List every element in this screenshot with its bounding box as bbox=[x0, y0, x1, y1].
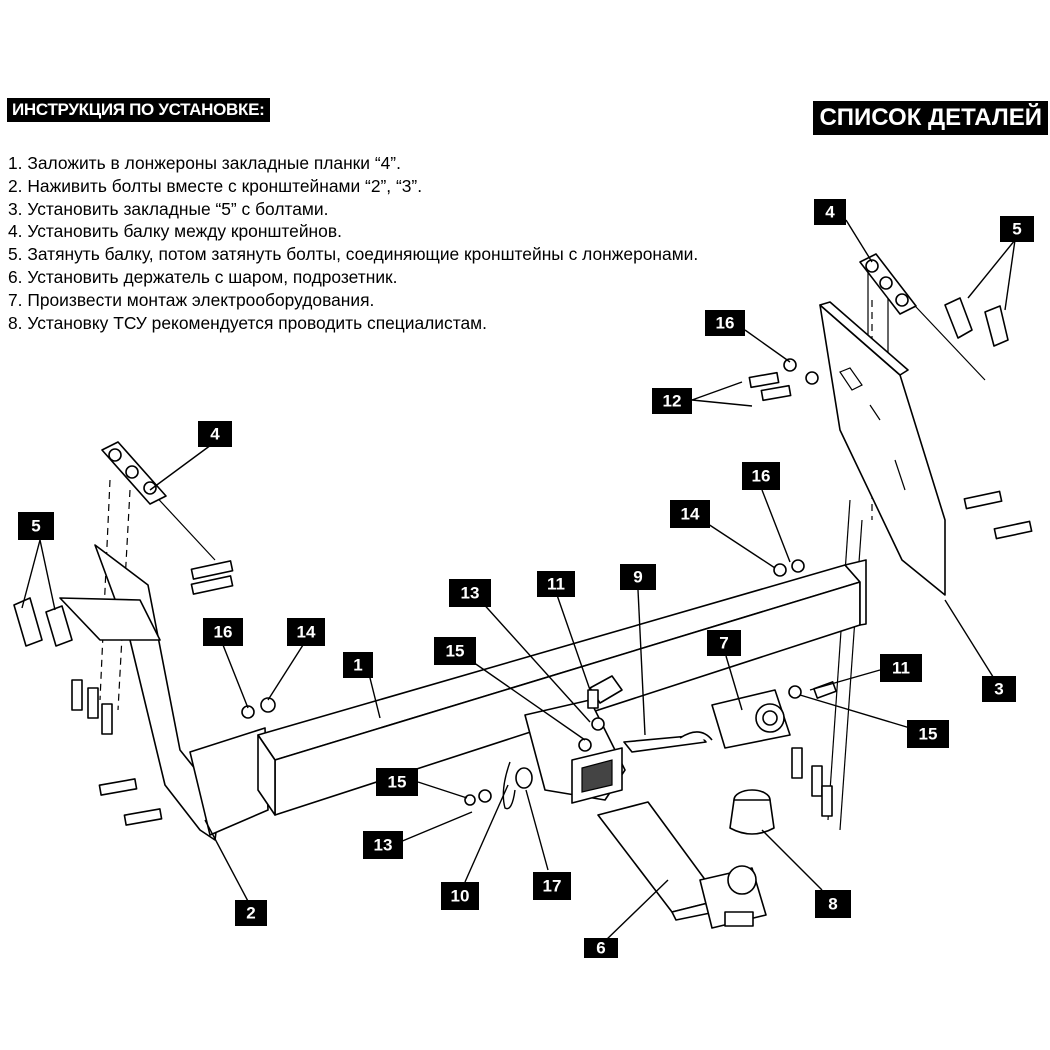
step-item: 5. Затянуть балку, потом затянуть болты,… bbox=[8, 244, 699, 265]
svg-text:15: 15 bbox=[388, 773, 407, 792]
svg-text:13: 13 bbox=[374, 836, 393, 855]
svg-text:11: 11 bbox=[892, 659, 910, 678]
callout-12: 12 bbox=[652, 388, 692, 414]
svg-text:5: 5 bbox=[31, 517, 40, 536]
svg-text:11: 11 bbox=[547, 575, 565, 594]
svg-text:10: 10 bbox=[451, 887, 470, 906]
svg-text:16: 16 bbox=[752, 467, 771, 486]
part-4-right-plate bbox=[859, 253, 917, 315]
part-6-ball-mount bbox=[597, 801, 767, 929]
step-item: 4. Установить балку между кронштейнов. bbox=[8, 221, 342, 242]
callout-8: 8 bbox=[815, 890, 851, 918]
step-item: 7. Произвести монтаж электрооборудования… bbox=[8, 289, 375, 310]
instruction-steps: 1. Заложить в лонжероны закладные планки… bbox=[8, 152, 698, 334]
callout-6: 6 bbox=[584, 938, 618, 958]
svg-text:8: 8 bbox=[828, 895, 837, 914]
callout-14-right: 14 bbox=[670, 500, 710, 528]
callout-16-left: 16 bbox=[203, 618, 243, 646]
part-7-socket-bracket bbox=[711, 689, 791, 749]
svg-text:4: 4 bbox=[825, 203, 835, 222]
part-4-left-plate bbox=[101, 441, 167, 505]
callout-15-right: 15 bbox=[907, 720, 949, 748]
callout-13-bottom: 13 bbox=[363, 831, 403, 859]
callout-5-left: 5 bbox=[18, 512, 54, 540]
callout-17: 17 bbox=[533, 872, 571, 900]
part-2-left-bracket bbox=[59, 544, 269, 841]
callout-5-right: 5 bbox=[1000, 216, 1034, 242]
callout-2: 2 bbox=[235, 900, 267, 926]
step-item: 8. Установку ТСУ рекомендуется проводить… bbox=[8, 312, 487, 333]
svg-text:13: 13 bbox=[461, 584, 480, 603]
svg-text:16: 16 bbox=[716, 314, 735, 333]
step-item: 2. Наживить болты вместе с кронштейнами … bbox=[8, 175, 423, 196]
svg-text:15: 15 bbox=[446, 642, 465, 661]
callout-1: 1 bbox=[343, 652, 373, 678]
part-8-ball-cover bbox=[729, 789, 775, 835]
callout-4-left: 4 bbox=[198, 421, 232, 447]
callout-14-left: 14 bbox=[287, 618, 325, 646]
part-5-right-plates bbox=[944, 297, 1009, 347]
svg-text:4: 4 bbox=[210, 425, 220, 444]
callout-4-right: 4 bbox=[814, 199, 846, 225]
callout-16-mid: 16 bbox=[742, 462, 780, 490]
svg-text:6: 6 bbox=[596, 939, 605, 958]
svg-text:5: 5 bbox=[1012, 220, 1021, 239]
svg-text:14: 14 bbox=[297, 623, 316, 642]
svg-text:7: 7 bbox=[719, 634, 728, 653]
callout-11-top: 11 bbox=[537, 571, 575, 597]
part-10-lock-pin bbox=[502, 761, 516, 810]
callout-16-top: 16 bbox=[705, 310, 745, 336]
svg-text:17: 17 bbox=[543, 877, 562, 896]
step-item: 3. Установить закладные “5” с болтами. bbox=[8, 198, 329, 219]
callout-10: 10 bbox=[441, 882, 479, 910]
callout-9: 9 bbox=[620, 564, 656, 590]
step-item: 6. Установить держатель с шаром, подрозе… bbox=[8, 266, 398, 287]
svg-text:14: 14 bbox=[681, 505, 700, 524]
step-item: 1. Заложить в лонжероны закладные планки… bbox=[8, 153, 401, 173]
svg-text:3: 3 bbox=[994, 680, 1003, 699]
callout-7: 7 bbox=[707, 630, 741, 656]
part-3-right-bracket bbox=[819, 301, 946, 596]
callout-3: 3 bbox=[982, 676, 1016, 702]
instructions-title: ИНСТРУКЦИЯ ПО УСТАНОВКЕ: bbox=[7, 98, 270, 122]
callout-15-left: 15 bbox=[376, 768, 418, 796]
svg-text:12: 12 bbox=[663, 392, 682, 411]
svg-text:15: 15 bbox=[919, 725, 938, 744]
callout-13-top: 13 bbox=[449, 579, 491, 607]
parts-list-title: СПИСОК ДЕТАЛЕЙ bbox=[813, 101, 1048, 135]
leader-lines bbox=[21, 219, 1016, 943]
svg-text:1: 1 bbox=[353, 656, 362, 675]
callout-11-right: 11 bbox=[880, 654, 922, 682]
part-17-washer bbox=[515, 767, 533, 789]
callout-15-top: 15 bbox=[434, 637, 476, 665]
bolts bbox=[71, 358, 1033, 826]
svg-text:9: 9 bbox=[633, 568, 642, 587]
svg-text:2: 2 bbox=[246, 904, 255, 923]
svg-text:16: 16 bbox=[214, 623, 233, 642]
